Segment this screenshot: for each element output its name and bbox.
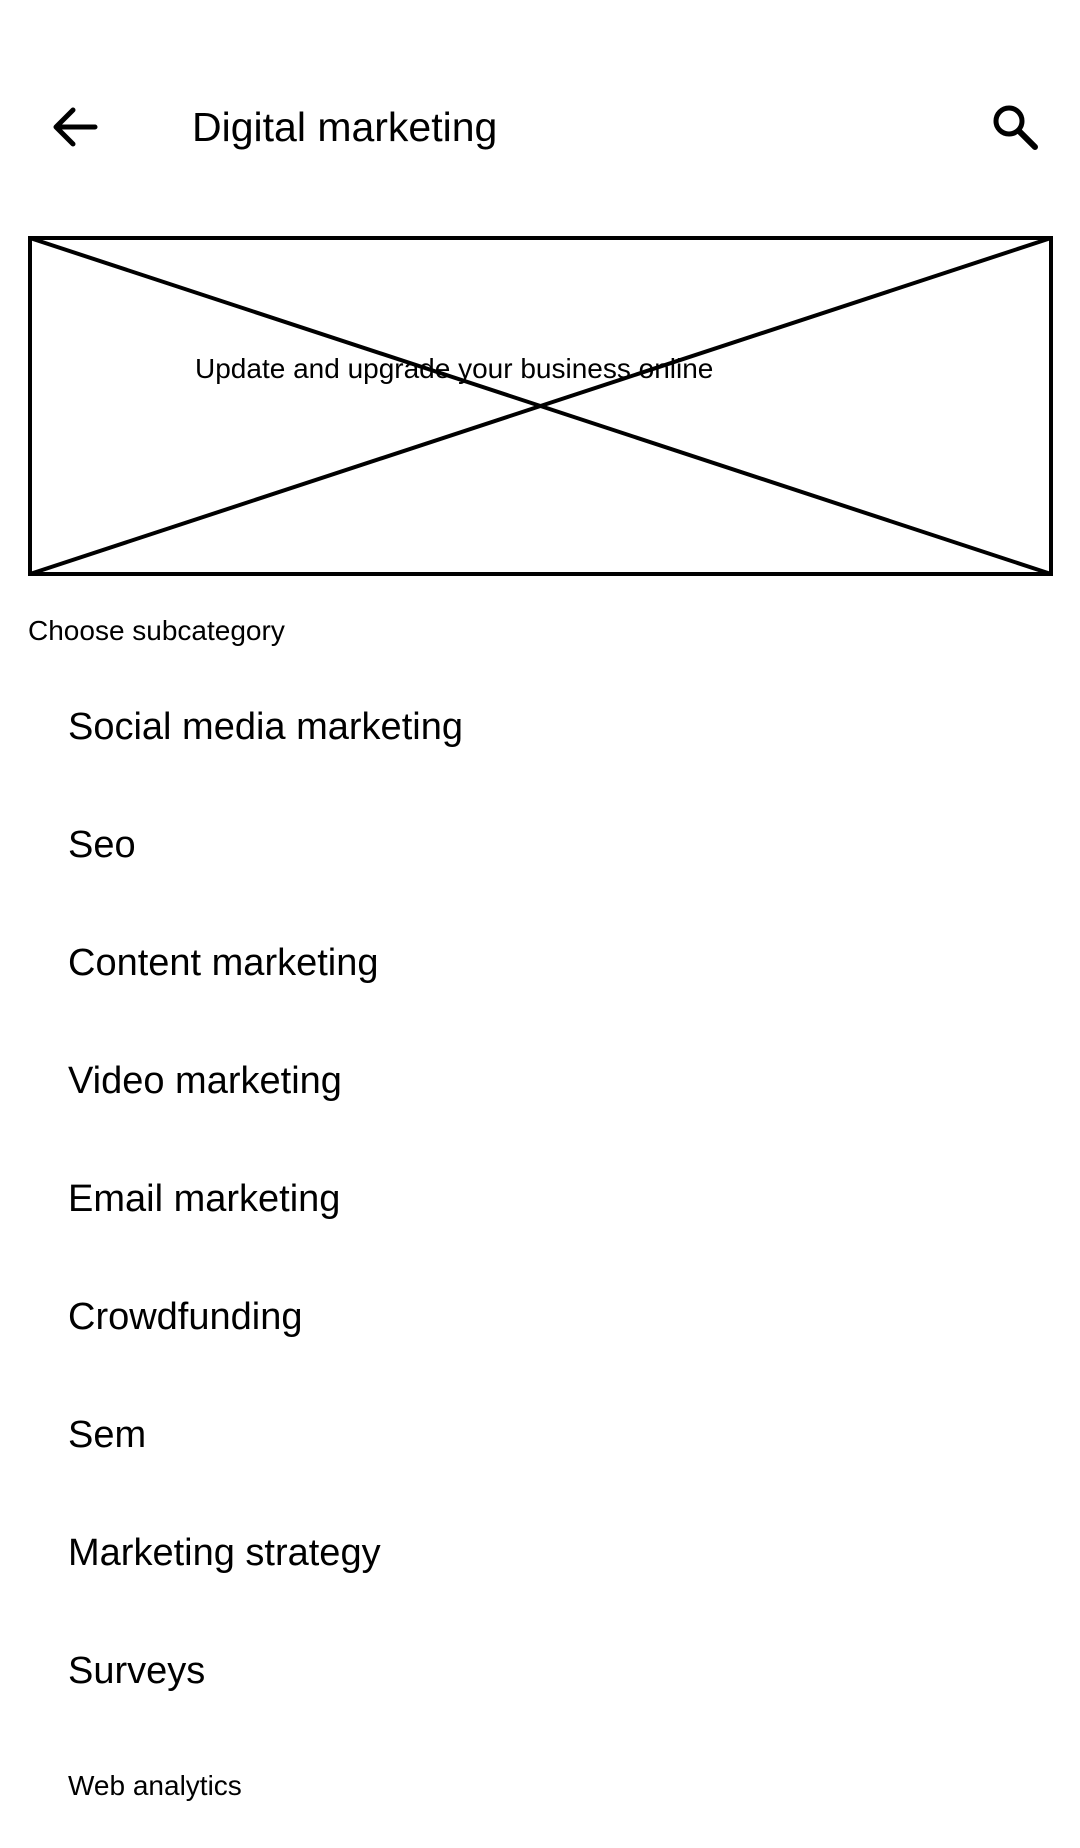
subcategory-section-label: Choose subcategory <box>28 615 285 646</box>
banner[interactable]: Update and upgrade your business online <box>28 236 1053 576</box>
page-title: Digital marketing <box>192 104 498 150</box>
image-placeholder-icon <box>28 236 1053 576</box>
subcategory-list: Social media marketing Seo Content marke… <box>0 668 1080 1848</box>
subcategory-item-seo[interactable]: Seo <box>68 823 136 866</box>
subcategory-item-video-marketing[interactable]: Video marketing <box>68 1059 342 1102</box>
back-button[interactable] <box>40 92 110 162</box>
subcategory-item-surveys[interactable]: Surveys <box>68 1649 206 1692</box>
subcategory-item-sem[interactable]: Sem <box>68 1413 147 1456</box>
subcategory-item-crowdfunding[interactable]: Crowdfunding <box>68 1295 303 1338</box>
search-icon <box>993 105 1038 150</box>
banner-text: Update and upgrade your business online <box>195 353 714 384</box>
subcategory-item-marketing-strategy[interactable]: Marketing strategy <box>68 1531 381 1574</box>
subcategory-item-content-marketing[interactable]: Content marketing <box>68 941 379 984</box>
app-bar: Digital marketing <box>0 0 1080 200</box>
subcategory-item-social-media-marketing[interactable]: Social media marketing <box>68 705 463 748</box>
search-button[interactable] <box>980 92 1050 162</box>
subcategory-item-web-analytics[interactable]: Web analytics <box>68 1770 242 1801</box>
subcategory-item-email-marketing[interactable]: Email marketing <box>68 1177 341 1220</box>
arrow-left-icon <box>53 107 98 147</box>
